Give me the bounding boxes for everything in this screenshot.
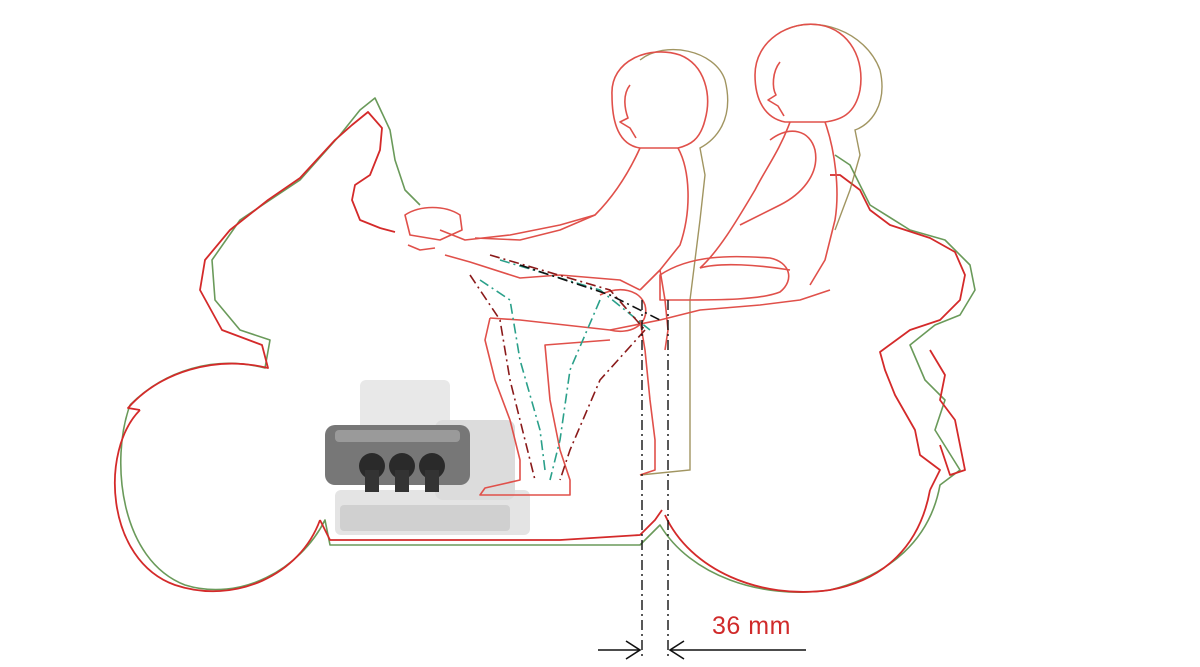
new-bike-outline [114,111,966,593]
front-rider-outline [404,51,709,496]
construction-lines [469,254,661,481]
dimension-arrows [598,640,806,660]
engine-image [325,380,530,535]
dimension-reference-lines [641,300,669,660]
dimension-label: 36 mm [712,612,791,640]
passenger-outline [609,23,862,476]
